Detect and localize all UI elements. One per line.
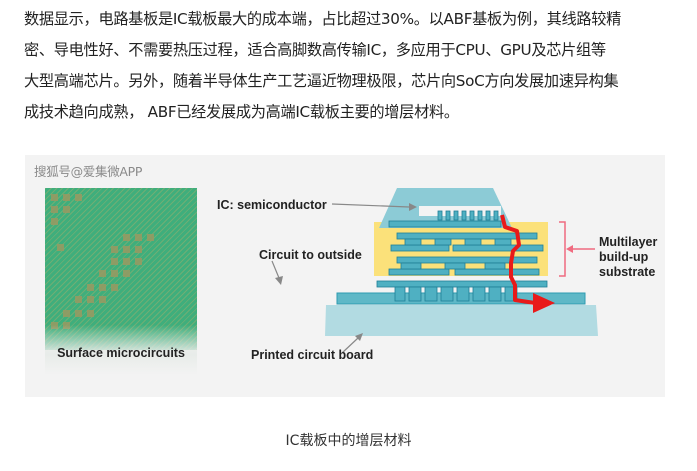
multilayer-label: Multilayer build-up substrate: [599, 235, 657, 280]
pcb-photo-fade: [45, 325, 197, 375]
pcb-photo-label: Surface microcircuits: [57, 346, 185, 360]
paragraph-line: 数据显示，电路基板是IC载板最大的成本端，占比超过30%。以ABF基板为例，其线…: [24, 10, 622, 28]
paragraph-line: 密、导电性好、不需要热压过程，适合高脚数高传输IC，多应用于CPU、GPU及芯片…: [24, 41, 606, 59]
ic-semiconductor-label: IC: semiconductor: [217, 198, 327, 212]
paragraph-line: 成技术趋向成熟， ABF已经发展成为高端IC载板主要的增层材料。: [24, 103, 459, 121]
article-figure: 搜狐号@爱集微APP Surface microcircuits: [25, 155, 665, 397]
pcb-pads-graphic: [51, 194, 154, 329]
circuit-to-outside-label: Circuit to outside: [259, 248, 362, 262]
multilayer-label-line: build-up: [599, 250, 649, 264]
figure-caption: IC载板中的增层材料: [285, 433, 412, 449]
article-paragraph: 数据显示，电路基板是IC载板最大的成本端，占比超过30%。以ABF基板为例，其线…: [24, 4, 674, 128]
multilayer-label-line: Multilayer: [599, 235, 658, 249]
multilayer-label-line: substrate: [599, 265, 656, 279]
pcb-photo: [45, 188, 197, 350]
watermark: 搜狐号@爱集微APP: [34, 164, 143, 179]
paragraph-line: 大型高端芯片。另外，随着半导体生产工艺逼近物理极限，芯片向SoC方向发展加速异构…: [24, 72, 619, 90]
ic-substrate-diagram: [271, 188, 598, 354]
printed-circuit-board-label: Printed circuit board: [251, 348, 374, 362]
